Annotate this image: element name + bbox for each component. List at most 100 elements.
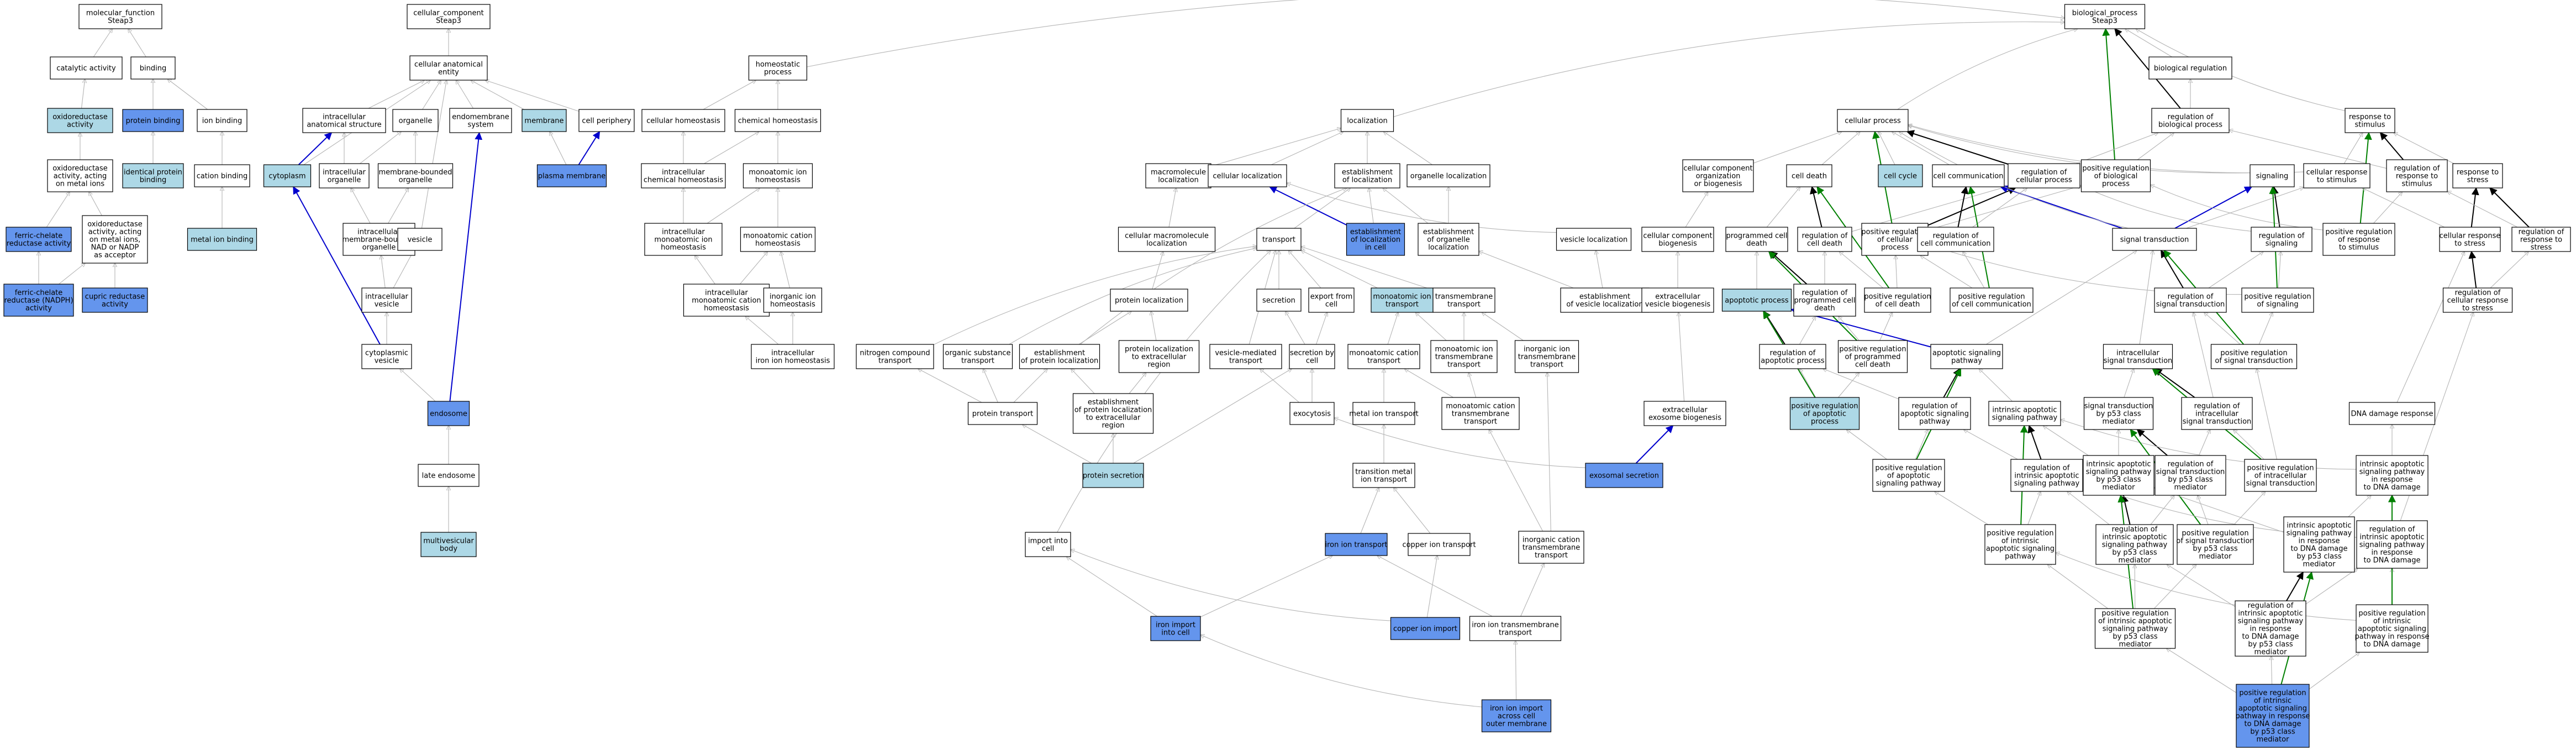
go-term-node-n107[interactable]: metal ion transport — [1349, 402, 1419, 425]
go-term-node-n29[interactable]: plasma membrane — [536, 164, 607, 187]
go-term-node-n38[interactable]: cell cycle — [1878, 164, 1923, 187]
go-term-node-n128[interactable]: iron ion transport — [1325, 533, 1388, 556]
go-term-node-n73[interactable]: protein localization — [1110, 289, 1188, 312]
go-term-node-n42[interactable]: signaling — [2250, 164, 2295, 187]
go-term-node-n39[interactable]: cell communication — [1932, 164, 2005, 187]
go-term-node-n16[interactable]: cell periphery — [578, 109, 635, 132]
go-term-node-n50[interactable]: vesicle — [397, 228, 442, 251]
go-term-node-n8[interactable]: biological regulation — [2148, 56, 2232, 80]
go-term-node-n119[interactable]: exosomal secretion — [1585, 463, 1663, 488]
go-term-node-n115[interactable]: DNA damage response — [2348, 402, 2436, 425]
go-term-node-n18[interactable]: chemical homeostasis — [734, 109, 821, 132]
go-term-node-n37[interactable]: cell death — [1786, 164, 1832, 187]
go-term-node-n137[interactable]: copper ion import — [1390, 617, 1461, 640]
go-term-node-n80[interactable]: apoptotic process — [1721, 289, 1792, 312]
go-term-node-n15[interactable]: membrane — [521, 109, 567, 132]
go-term-node-n19[interactable]: localization — [1340, 109, 1394, 132]
go-term-node-n33[interactable]: cellular localization — [1208, 164, 1287, 187]
go-term-node-n20[interactable]: cellular process — [1837, 109, 1909, 132]
go-term-node-n74[interactable]: secretion — [1256, 289, 1302, 312]
go-term-node-n104[interactable]: protein transport — [967, 402, 1038, 425]
go-term-node-n25[interactable]: cation binding — [194, 164, 250, 187]
go-term-node-n116[interactable]: late endosome — [418, 464, 480, 487]
go-term-node-n63[interactable]: signal transduction — [2112, 228, 2197, 251]
go-term-node-n117[interactable]: protein secretion — [1082, 463, 1144, 488]
go-term-node-n103[interactable]: endosome — [427, 401, 470, 426]
go-term-node-n26[interactable]: cytoplasm — [263, 164, 312, 187]
go-term-node-n57[interactable]: vesicle localization — [1556, 228, 1632, 251]
go-term-node-n10[interactable]: protein binding — [122, 109, 184, 132]
